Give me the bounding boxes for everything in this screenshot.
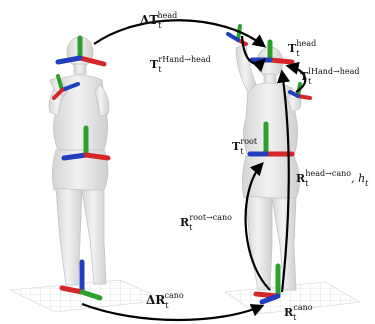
label-rhand-head: TtrHand→head [150,55,211,74]
label-head-cano: Rthead→cano, ht [296,169,369,188]
label-root-cano: Rtroot→cano [180,213,232,232]
frame-right-head [252,42,292,62]
label-delta-cano: ΔRtcano [146,291,184,310]
body-right [236,44,301,290]
label-head: Tthead [288,39,316,58]
label-cano: Rtcano [284,303,313,322]
label-lhand-head: TtlHand→head [300,67,359,86]
